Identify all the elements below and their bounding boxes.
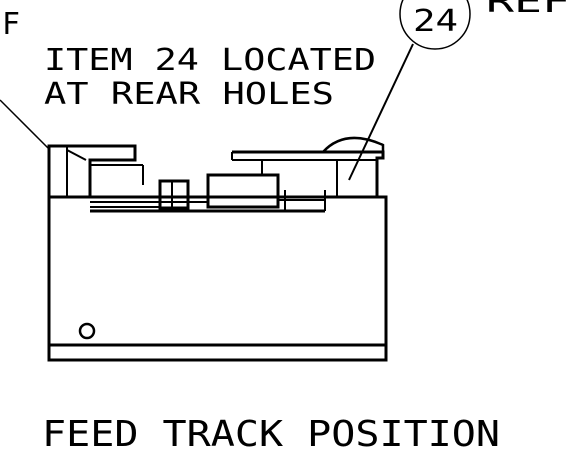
- balloon-ref-label: REF: [486, 0, 570, 20]
- left-bracket: [47, 144, 137, 197]
- corner-letter: F: [2, 7, 20, 42]
- leader-line-left: [0, 99, 51, 151]
- leader-line-balloon: [348, 43, 414, 181]
- housing-block: [47, 195, 388, 362]
- balloon-circle: [399, 0, 471, 50]
- view-caption: FEED TRACK POSITION: [42, 414, 500, 450]
- item-balloon: 24: [399, 0, 471, 50]
- mounting-hole: [78, 322, 96, 340]
- domed-cap: [322, 136, 385, 153]
- note-line-1: ITEM 24 LOCATED: [44, 43, 376, 78]
- left-bracket-diagonal: [66, 149, 87, 161]
- small-block: [158, 179, 190, 210]
- central-block: [206, 173, 280, 209]
- feed-track-assembly: [47, 136, 388, 362]
- balloon-number: 24: [413, 4, 458, 39]
- right-rail: [232, 150, 385, 197]
- note-line-2: AT REAR HOLES: [44, 77, 334, 112]
